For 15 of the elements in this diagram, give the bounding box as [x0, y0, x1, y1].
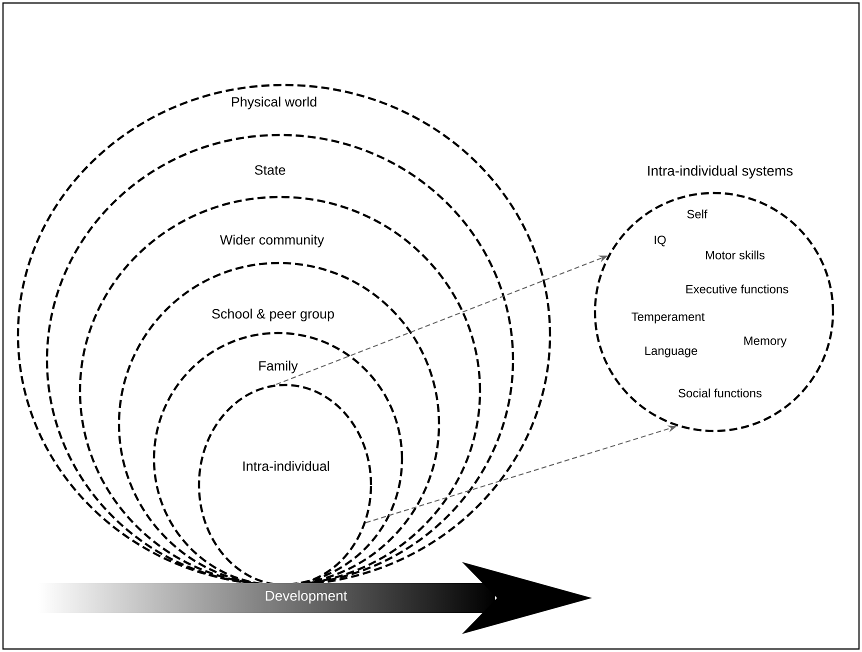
circle-label: Family: [259, 360, 298, 374]
system-label: Self: [687, 210, 708, 218]
circle-label: Physical world: [232, 96, 316, 110]
circle-label: Intra-individual: [243, 461, 329, 471]
heading: Intra-individual systems: [648, 165, 793, 178]
system-label: Language: [645, 346, 698, 358]
system-label: Memory: [744, 336, 787, 348]
system-label: Social functions: [678, 388, 762, 398]
circle-label: School & peer group: [212, 308, 334, 322]
circle-label: Wider community: [220, 234, 324, 248]
system-label: Executive functions: [686, 284, 788, 294]
system-label: IQ: [654, 236, 666, 246]
circle-label: State: [254, 165, 286, 175]
system-label: Temperament: [632, 312, 705, 324]
system-label: Motor skills: [706, 250, 765, 260]
